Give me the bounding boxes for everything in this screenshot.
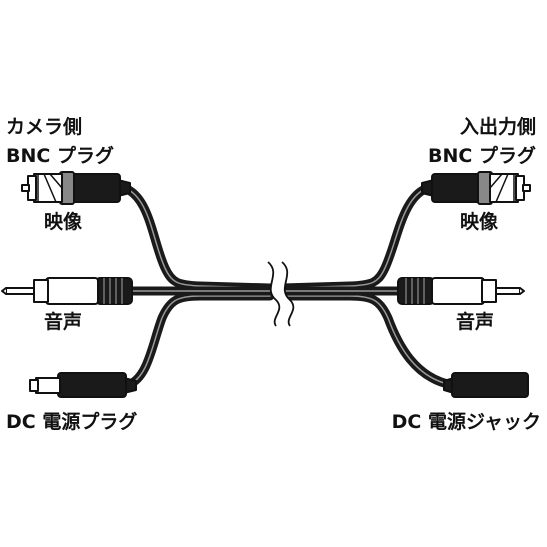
label-video-left: 映像	[44, 210, 83, 233]
label-camera-side: カメラ側	[6, 116, 82, 138]
label-audio-right: 音声	[456, 310, 494, 333]
labels: カメラ側 BNC プラグ 入出力側 BNC プラグ 映像 映像 音声 音声 DC…	[6, 115, 541, 433]
dc-plug-left	[29, 372, 137, 398]
label-video-right: 映像	[460, 210, 499, 233]
bnc-plug-right	[421, 171, 531, 205]
label-input-side: 入出力側	[460, 115, 536, 138]
rca-plug-left	[1, 277, 133, 305]
cable-group	[117, 182, 457, 390]
label-dc-plug: DC 電源プラグ	[6, 410, 137, 433]
cable-dc-left	[123, 291, 275, 390]
label-bnc-plug-right: BNC プラグ	[428, 144, 536, 167]
cable-video-left	[117, 182, 275, 293]
bnc-plug-left	[21, 171, 131, 205]
cable-video-right	[277, 182, 435, 293]
label-dc-jack: DC 電源ジャック	[392, 410, 541, 433]
label-audio-left: 音声	[44, 310, 82, 333]
rca-plug-right	[397, 277, 525, 305]
dc-jack-right	[443, 372, 529, 398]
cable-break	[267, 261, 295, 327]
label-bnc-plug-left: BNC プラグ	[6, 144, 114, 167]
cable-dc-right	[277, 291, 457, 390]
